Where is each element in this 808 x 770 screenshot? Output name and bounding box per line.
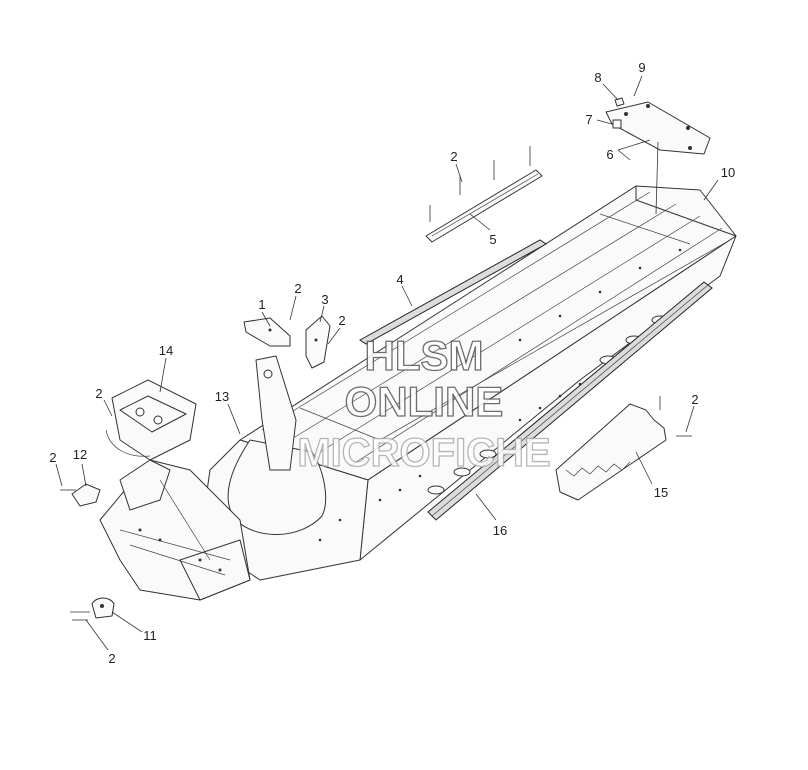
callout-labels: 8 9 7 6 10 2 5 4 1 2 3 2 14 2 13 2 12 2 … <box>49 60 735 666</box>
clip-12 <box>60 483 101 507</box>
callout-15: 15 <box>654 485 668 500</box>
running-board-strip <box>427 281 713 521</box>
watermark: HLSM ONLINE MICROFICHE <box>297 331 552 475</box>
callout-2: 2 <box>450 149 457 164</box>
callout-2: 2 <box>108 651 115 666</box>
callout-16: 16 <box>493 523 507 538</box>
callout-14: 14 <box>159 343 173 358</box>
callout-3: 3 <box>321 292 328 307</box>
bracket-parts <box>243 315 331 369</box>
callout-10: 10 <box>721 165 735 180</box>
tunnel-top-rail <box>359 239 547 345</box>
leader-lines <box>55 75 719 651</box>
callout-11: 11 <box>143 628 157 643</box>
callout-12: 12 <box>73 447 87 462</box>
callout-2: 2 <box>49 450 56 465</box>
callout-13: 13 <box>215 389 229 404</box>
watermark-line-2: ONLINE <box>345 378 504 425</box>
watermark-line-1: HLSM <box>365 332 484 379</box>
watermark-line-3: MICROFICHE <box>297 431 550 475</box>
callout-1: 1 <box>258 297 265 312</box>
callout-2: 2 <box>95 386 102 401</box>
callout-9: 9 <box>638 60 645 75</box>
reinforcement-strip <box>425 146 543 243</box>
callout-2: 2 <box>338 313 345 328</box>
serrated-plate-15 <box>555 396 692 501</box>
callout-4: 4 <box>396 272 403 287</box>
callout-2: 2 <box>691 392 698 407</box>
callout-6: 6 <box>606 147 613 162</box>
bracket-14 <box>105 379 197 461</box>
callout-8: 8 <box>594 70 601 85</box>
callout-5: 5 <box>489 232 496 247</box>
tunnel-assembly <box>199 185 737 581</box>
callout-2: 2 <box>294 281 301 296</box>
front-frame-assembly <box>99 355 297 601</box>
bracket-11 <box>70 597 115 621</box>
callout-7: 7 <box>585 112 592 127</box>
